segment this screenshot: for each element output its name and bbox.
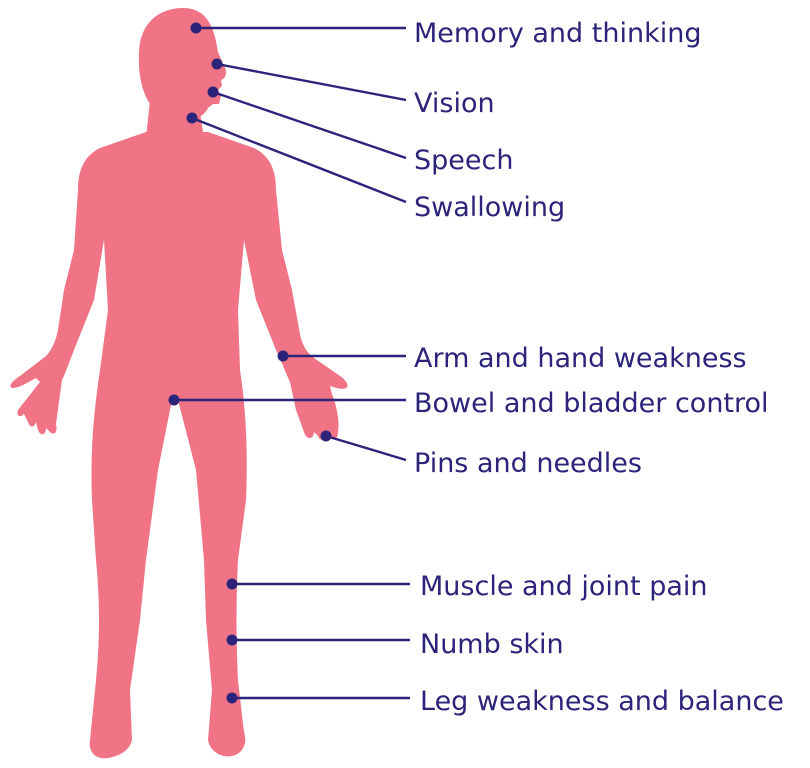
label-numb-skin: Numb skin xyxy=(420,629,564,660)
marker-dot-arm xyxy=(278,351,289,362)
callout-arm: Arm and hand weakness xyxy=(278,343,747,374)
label-muscle-and-joint-pain: Muscle and joint pain xyxy=(420,571,708,602)
marker-dot-head xyxy=(191,23,202,34)
callout-bowel: Bowel and bladder control xyxy=(169,388,769,419)
marker-dot-throat xyxy=(187,113,198,124)
leader-line-pins xyxy=(326,436,406,460)
torso-and-limbs-shape xyxy=(10,132,347,758)
label-pins-and-needles: Pins and needles xyxy=(414,448,642,479)
label-arm-and-hand-weakness: Arm and hand weakness xyxy=(414,343,747,374)
marker-dot-knee xyxy=(227,579,238,590)
label-leg-weakness-and-balance: Leg weakness and balance xyxy=(420,686,784,717)
marker-dot-pelvis xyxy=(169,395,180,406)
callout-muscle: Muscle and joint pain xyxy=(227,571,708,602)
marker-dot-eye xyxy=(212,59,223,70)
callout-vision: Vision xyxy=(212,59,495,120)
label-vision: Vision xyxy=(414,88,495,119)
marker-dot-hand xyxy=(321,431,332,442)
label-bowel-and-bladder-control: Bowel and bladder control xyxy=(414,388,769,419)
label-memory-and-thinking: Memory and thinking xyxy=(414,18,701,49)
callout-numb: Numb skin xyxy=(227,629,564,660)
leader-line-vision xyxy=(217,64,406,100)
label-speech: Speech xyxy=(414,145,513,176)
callout-leg: Leg weakness and balance xyxy=(227,686,784,717)
marker-dot-mouth xyxy=(208,87,219,98)
marker-dot-shin xyxy=(227,635,238,646)
marker-dot-ankle xyxy=(227,693,238,704)
callout-pins: Pins and needles xyxy=(321,431,642,480)
callout-memory: Memory and thinking xyxy=(191,18,702,49)
label-swallowing: Swallowing xyxy=(414,192,565,223)
